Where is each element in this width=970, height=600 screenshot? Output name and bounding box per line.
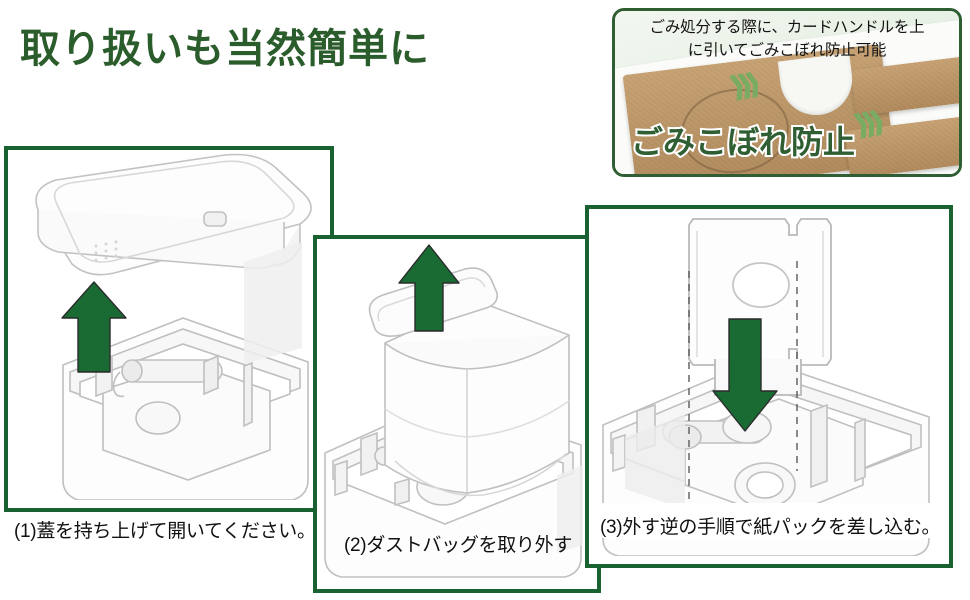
feature-inset-panel: ごみ処分する際に、カードハンドルを上 に引いてごみこぼれ防止可能 ごみこぼれ防止 (612, 8, 962, 177)
chevron-arrow-icon (854, 109, 883, 144)
inset-caption-line-1: ごみ処分する際に、カードハンドルを上 (649, 19, 925, 36)
step-panel-1 (4, 146, 334, 512)
inset-photo (615, 11, 959, 174)
page-title: 取り扱いも当然簡単に (20, 27, 430, 71)
inset-caption: ごみ処分する際に、カードハンドルを上 に引いてごみこぼれ防止可能 (625, 17, 949, 63)
step-1-caption: (1)蓋を持ち上げて開いてください。 (14, 521, 316, 542)
step-panel-3 (585, 205, 953, 568)
arrow-down-icon (712, 318, 778, 432)
arrow-up-icon (61, 281, 127, 373)
step-3-caption-band (589, 503, 941, 538)
dust-bag-removal-drawing (324, 244, 583, 578)
step-3-caption: (3)外す逆の手順で紙パックを差し込む。 (600, 517, 941, 538)
arrow-up-icon (398, 244, 460, 332)
step-1-illustration (8, 150, 330, 508)
lid-lift-drawing (35, 153, 312, 501)
alignment-guide (688, 261, 798, 511)
step-2-caption: (2)ダストバッグを取り外す (344, 535, 573, 556)
step-2-illustration (317, 239, 597, 589)
chevron-arrow-icon (730, 71, 759, 106)
inset-overlay-text: ごみこぼれ防止 (629, 122, 857, 162)
step-panel-2: (2)ダストバッグを取り外す (313, 235, 601, 593)
inset-caption-line-2: に引いてごみこぼれ防止可能 (687, 41, 887, 59)
